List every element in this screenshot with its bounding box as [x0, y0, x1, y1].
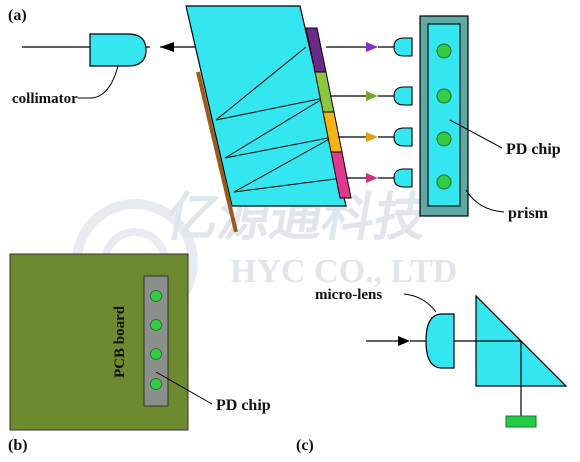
input-beam-c-arrowhead [398, 336, 410, 346]
collimator-label: collimator [12, 91, 78, 107]
zigzag-beam [215, 46, 344, 193]
collimator [89, 33, 147, 67]
pd-cell-3 [436, 131, 452, 147]
pd-chip-label-b: PD chip [216, 397, 271, 414]
panel-b: PCB board PD chip (b) [8, 253, 271, 454]
microlens-c [425, 313, 455, 369]
demux-block [185, 5, 347, 207]
collimator-leader [78, 65, 119, 99]
panel-c-tag: (c) [296, 437, 314, 454]
microlens-label: micro-lens [315, 287, 382, 303]
microlens-ch2 [393, 86, 413, 106]
prism-label: prism [508, 205, 549, 222]
pd-cell-b3 [150, 348, 162, 360]
microlens-ch1 [393, 37, 413, 57]
output-arrow-ch4 [366, 173, 378, 183]
panel-a-tag: (a) [8, 7, 27, 24]
microlens-array [393, 37, 413, 188]
pcb-board-label: PCB board [112, 305, 128, 378]
pd-cell-1 [436, 43, 452, 59]
output-arrow-ch2 [366, 91, 378, 101]
photodetector-c [505, 415, 537, 428]
pd-chip-leader [449, 119, 503, 149]
microlens-leader [403, 293, 437, 313]
pd-cell-b2 [150, 319, 162, 331]
pd-chip-label-a: PD chip [506, 141, 561, 158]
pd-cell-2 [436, 88, 452, 104]
microlens-ch3 [393, 127, 413, 147]
output-arrow-ch3 [366, 132, 378, 142]
pd-cell-b1 [150, 290, 162, 302]
filter-ch4 [330, 151, 352, 199]
beam-path-c [476, 340, 522, 416]
reflector-coating [196, 71, 238, 233]
output-beams [326, 42, 396, 183]
pd-cell-4 [436, 174, 452, 190]
pd-chip-b-leader [155, 371, 213, 405]
microlens-ch4 [393, 168, 413, 188]
panel-a: (a) collimator [8, 5, 561, 233]
panel-c: micro-lens (c) [296, 287, 568, 454]
pd-cell-b4 [150, 378, 162, 390]
prism-leader [465, 189, 505, 213]
output-arrow-ch1 [366, 42, 378, 52]
watermark-en-text: HYC CO., LTD [230, 253, 457, 290]
panel-b-tag: (b) [8, 437, 28, 454]
